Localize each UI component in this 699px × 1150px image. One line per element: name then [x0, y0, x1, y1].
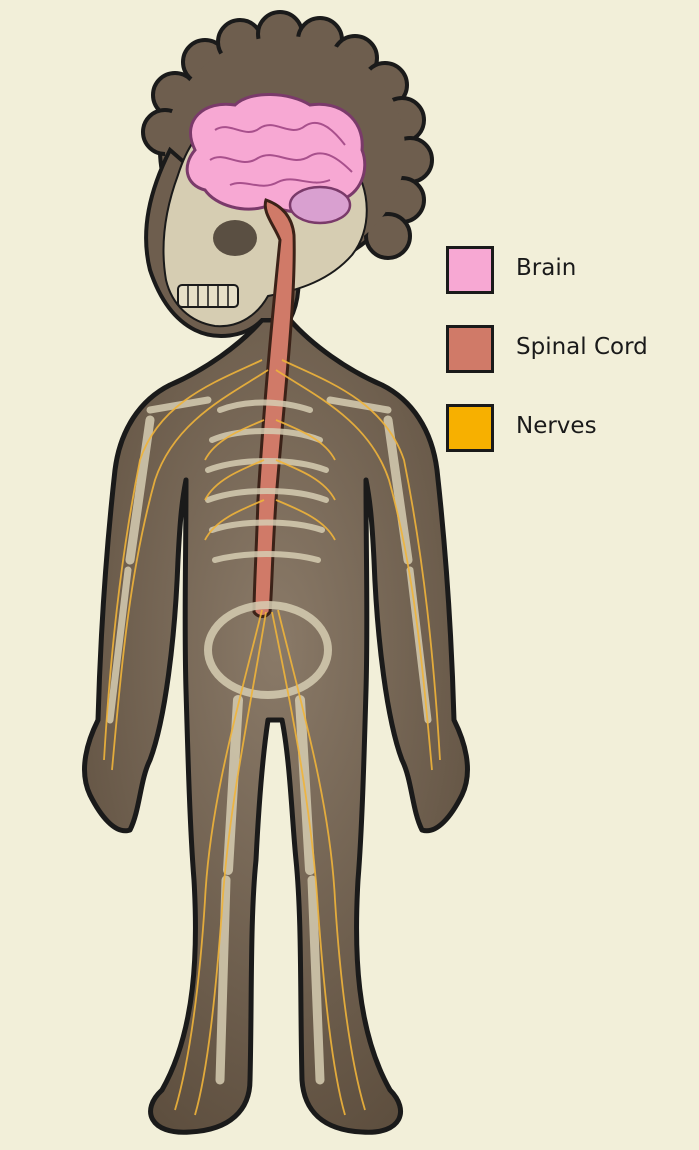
legend-label-brain: Brain [516, 255, 576, 281]
nerves-swatch [446, 404, 494, 452]
legend: Brain Spinal Cord Nerves [446, 246, 696, 483]
spinal-cord-swatch [446, 325, 494, 373]
legend-item-spinal-cord: Spinal Cord [446, 325, 696, 377]
legend-item-brain: Brain [446, 246, 696, 298]
brain-swatch [446, 246, 494, 294]
legend-label-nerves: Nerves [516, 413, 597, 439]
legend-item-nerves: Nerves [446, 404, 696, 456]
legend-label-spinal-cord: Spinal Cord [516, 334, 648, 360]
